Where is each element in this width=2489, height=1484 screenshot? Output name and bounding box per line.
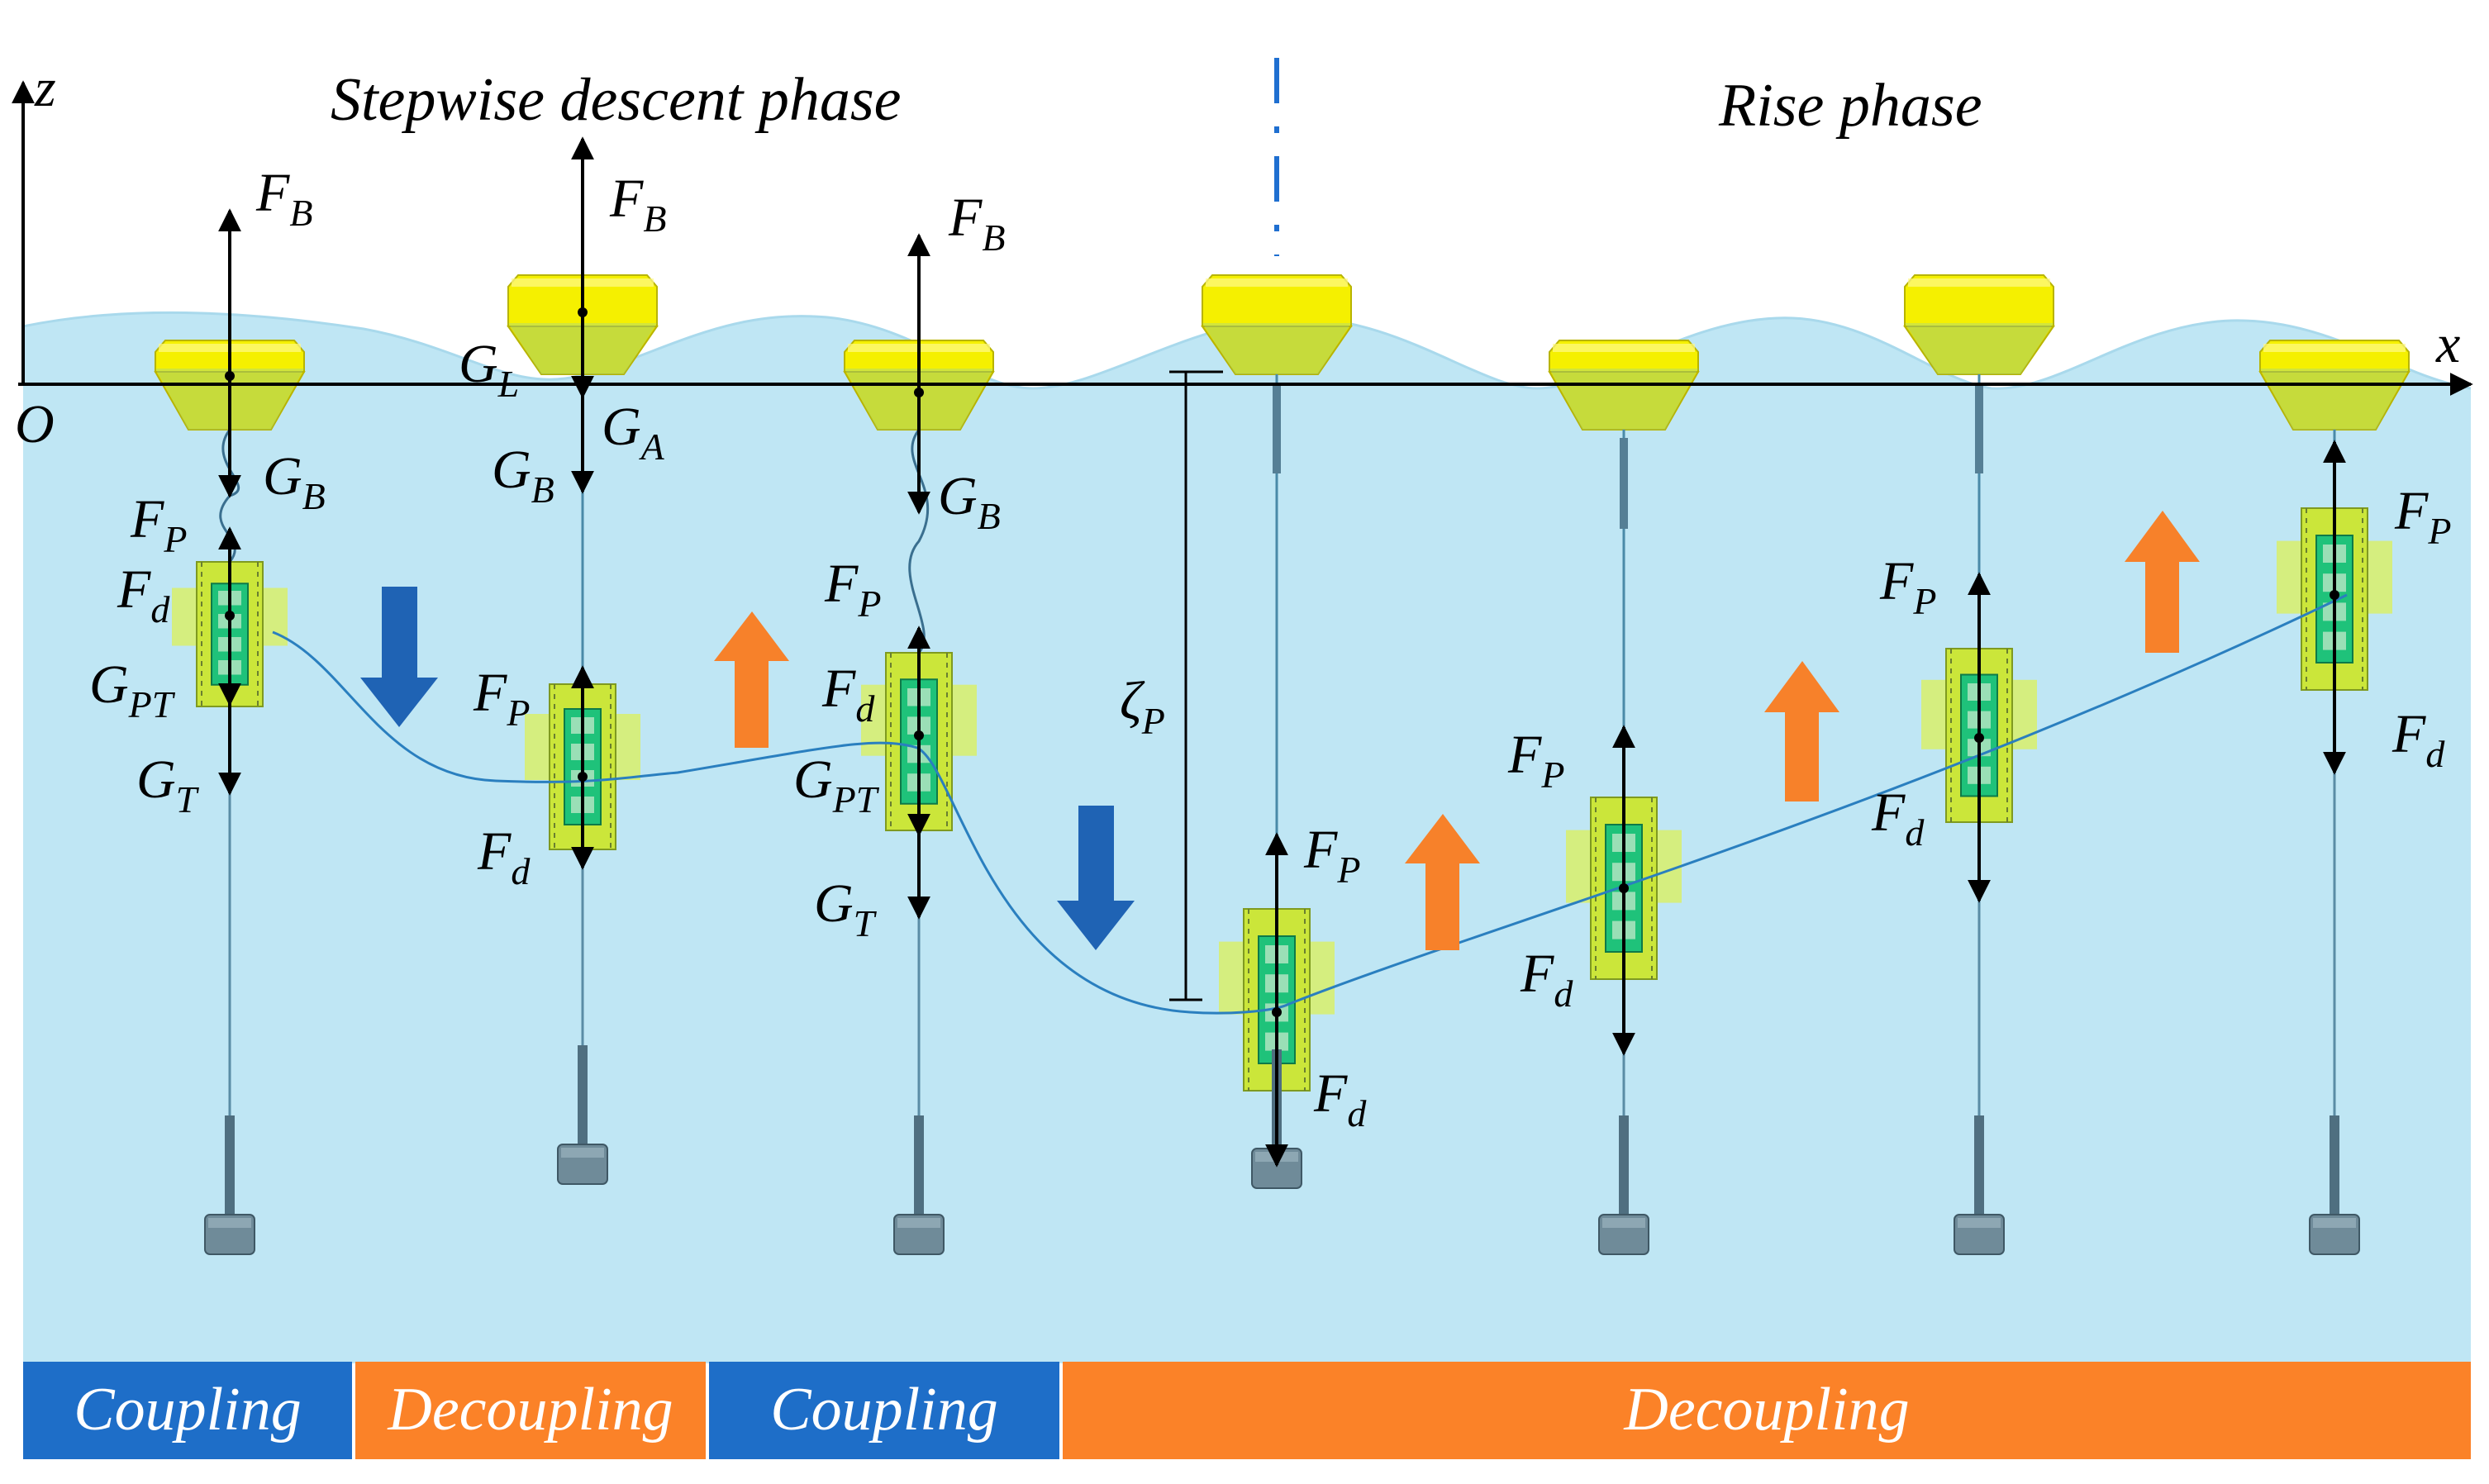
label-fd-1: Fd <box>117 559 170 630</box>
label-gb-1: GB <box>263 446 326 517</box>
tether-rod <box>1975 383 1983 473</box>
force-point-6 <box>1974 733 1984 743</box>
mode-band-decoupling-1 <box>355 1362 706 1459</box>
label-fb-3: FB <box>948 188 1005 259</box>
force-point-7 <box>2330 590 2339 600</box>
buoy-bottom <box>2258 371 2410 430</box>
rise-arrow-3 <box>1764 661 1839 801</box>
label-fp-3: FP <box>824 554 881 625</box>
z-axis-label: z <box>34 58 56 118</box>
mode-band-coupling-1 <box>23 1362 352 1459</box>
label-gpt-1: GPT <box>89 654 176 725</box>
buoy-highlight <box>1206 278 1348 287</box>
anchor-rod <box>578 1045 588 1144</box>
anchor-highlight <box>2313 1218 2356 1228</box>
label-gb-2: GB <box>492 440 554 511</box>
force-point-5 <box>1619 883 1629 893</box>
water-body <box>23 312 2471 1363</box>
force-point-2b <box>578 772 588 782</box>
force-point-4 <box>1272 1007 1282 1017</box>
mode-label-decoupling-1: Decoupling <box>387 1376 673 1444</box>
label-fd-5: Fd <box>1520 944 1573 1015</box>
origin-label: O <box>15 394 55 454</box>
label-fd-6: Fd <box>1871 782 1925 854</box>
label-fp-2: FP <box>473 663 530 734</box>
rise-phase-title: Rise phase <box>1718 72 1982 140</box>
buoy-highlight <box>1908 278 2050 287</box>
label-fp-6: FP <box>1879 551 1936 622</box>
buoy-highlight <box>1553 344 1695 352</box>
anchor-rod <box>914 1115 924 1215</box>
anchor-highlight <box>208 1218 251 1228</box>
label-gt-3: GT <box>814 873 878 944</box>
force-point-1b <box>225 611 235 621</box>
mode-band-coupling-2 <box>709 1362 1059 1459</box>
descent-phase-title: Stepwise descent phase <box>331 66 902 134</box>
label-fp-1: FP <box>130 489 187 560</box>
label-gl-2: GL <box>459 334 519 405</box>
descent-arrow-1 <box>360 587 438 727</box>
anchor-highlight <box>1958 1218 2001 1228</box>
label-fd-2: Fd <box>477 821 531 892</box>
anchor-rod <box>225 1115 235 1215</box>
x-axis-label: x <box>2435 314 2460 374</box>
anchor-highlight <box>1602 1218 1645 1228</box>
buoy-bottom <box>1903 326 2055 375</box>
label-gb-3: GB <box>938 466 1001 537</box>
descent-arrow-2 <box>1057 806 1135 950</box>
anchor-rod <box>1974 1115 1984 1215</box>
tether-rod <box>1273 383 1281 473</box>
label-fp-5: FP <box>1507 725 1564 796</box>
buoy-water-tint <box>1905 323 2054 374</box>
label-fb-2: FB <box>609 169 666 240</box>
mode-label-coupling-1: Coupling <box>74 1376 301 1444</box>
label-fd-4: Fd <box>1313 1063 1367 1134</box>
label-gt-1: GT <box>136 749 200 820</box>
buoy-bottom <box>1548 371 1700 430</box>
rise-arrow-1 <box>714 611 789 748</box>
tether-upper <box>908 429 930 654</box>
mode-label-decoupling-2: Decoupling <box>1623 1376 1909 1444</box>
buoy-bottom <box>1201 326 1353 375</box>
anchor-rod <box>2330 1115 2339 1215</box>
tether-rod <box>1620 438 1628 529</box>
label-ga-2: GA <box>602 397 665 468</box>
zeta-label: ζP <box>1120 671 1165 742</box>
label-fd-7: Fd <box>2391 704 2445 775</box>
force-annotations: FBGBFPFdGPTGTFBGLGAGBFPFdFBGBFPFdGPTGTFP… <box>89 136 2451 1168</box>
anchor-highlight <box>897 1218 940 1228</box>
rise-arrow-4 <box>2125 511 2200 653</box>
buoy-highlight <box>2263 344 2406 352</box>
anchor-rod <box>1619 1115 1629 1215</box>
label-gpt-3: GPT <box>793 749 880 820</box>
label-fd-3: Fd <box>821 659 875 730</box>
mode-band-decoupling-2 <box>1063 1362 2471 1459</box>
mode-label-coupling-2: Coupling <box>770 1376 997 1444</box>
label-fp-7: FP <box>2394 481 2451 552</box>
label-fb-1: FB <box>255 163 312 234</box>
rise-arrow-2 <box>1405 814 1480 950</box>
mode-bar: Coupling Decoupling Coupling Decoupling <box>23 1362 2471 1459</box>
label-fp-4: FP <box>1303 820 1360 891</box>
force-point-3b <box>914 730 924 740</box>
buoy-water-tint <box>1202 323 1351 374</box>
anchor-highlight <box>561 1148 604 1158</box>
